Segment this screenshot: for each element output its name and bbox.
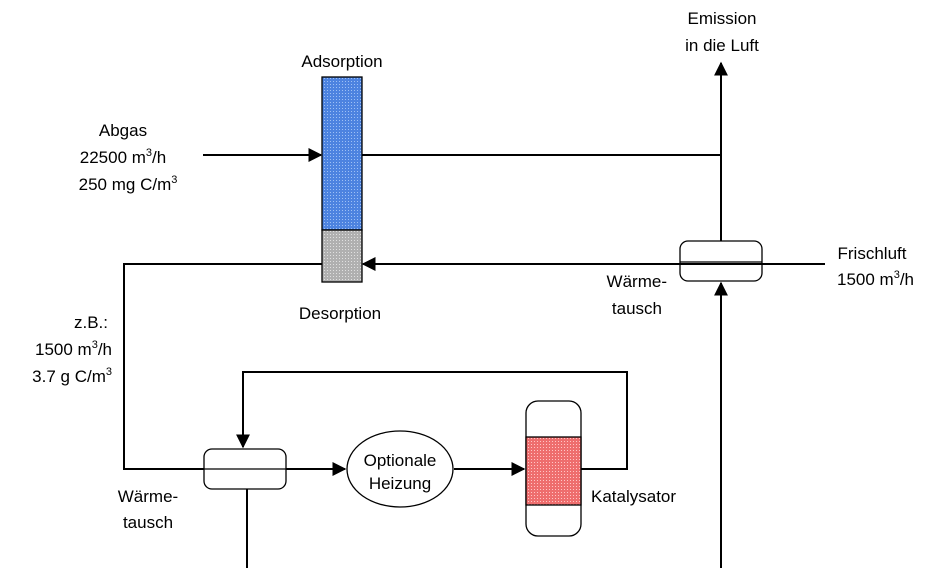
desorption-label: Desorption — [299, 304, 381, 323]
catalyst-bed — [525, 436, 582, 506]
emission-line1: Emission — [688, 9, 757, 28]
catalyst-return-loop — [236, 371, 628, 470]
adsorption-column — [321, 76, 363, 231]
abgas-name: Abgas — [99, 121, 147, 140]
heizung-line2: Heizung — [369, 474, 431, 493]
desorption-gas-line — [123, 263, 322, 470]
zb-concentration: 3.7 g C/m3 — [32, 366, 112, 386]
desorption-column — [321, 229, 363, 283]
zb-flow: 1500 m3/h — [35, 339, 112, 359]
heat-exchanger-right — [679, 240, 763, 282]
emission-line2: in die Luft — [685, 36, 759, 55]
waermetausch-right-line1: Wärme- — [607, 272, 667, 291]
frischluft-flow: 1500 m3/h — [837, 269, 914, 289]
zb-line1: z.B.: — [74, 313, 108, 332]
waermetausch-left-line1: Wärme- — [118, 487, 178, 506]
katalysator-label: Katalysator — [591, 487, 676, 506]
abgas-concentration: 250 mg C/m3 — [79, 174, 178, 194]
waermetausch-left-line2: tausch — [123, 513, 173, 532]
adsorption-label: Adsorption — [301, 52, 382, 71]
abgas-flow: 22500 m3/h — [80, 147, 166, 167]
optional-heater — [346, 430, 454, 508]
frischluft-name: Frischluft — [838, 244, 907, 263]
waermetausch-right-line2: tausch — [612, 299, 662, 318]
heizung-line1: Optionale — [364, 451, 437, 470]
